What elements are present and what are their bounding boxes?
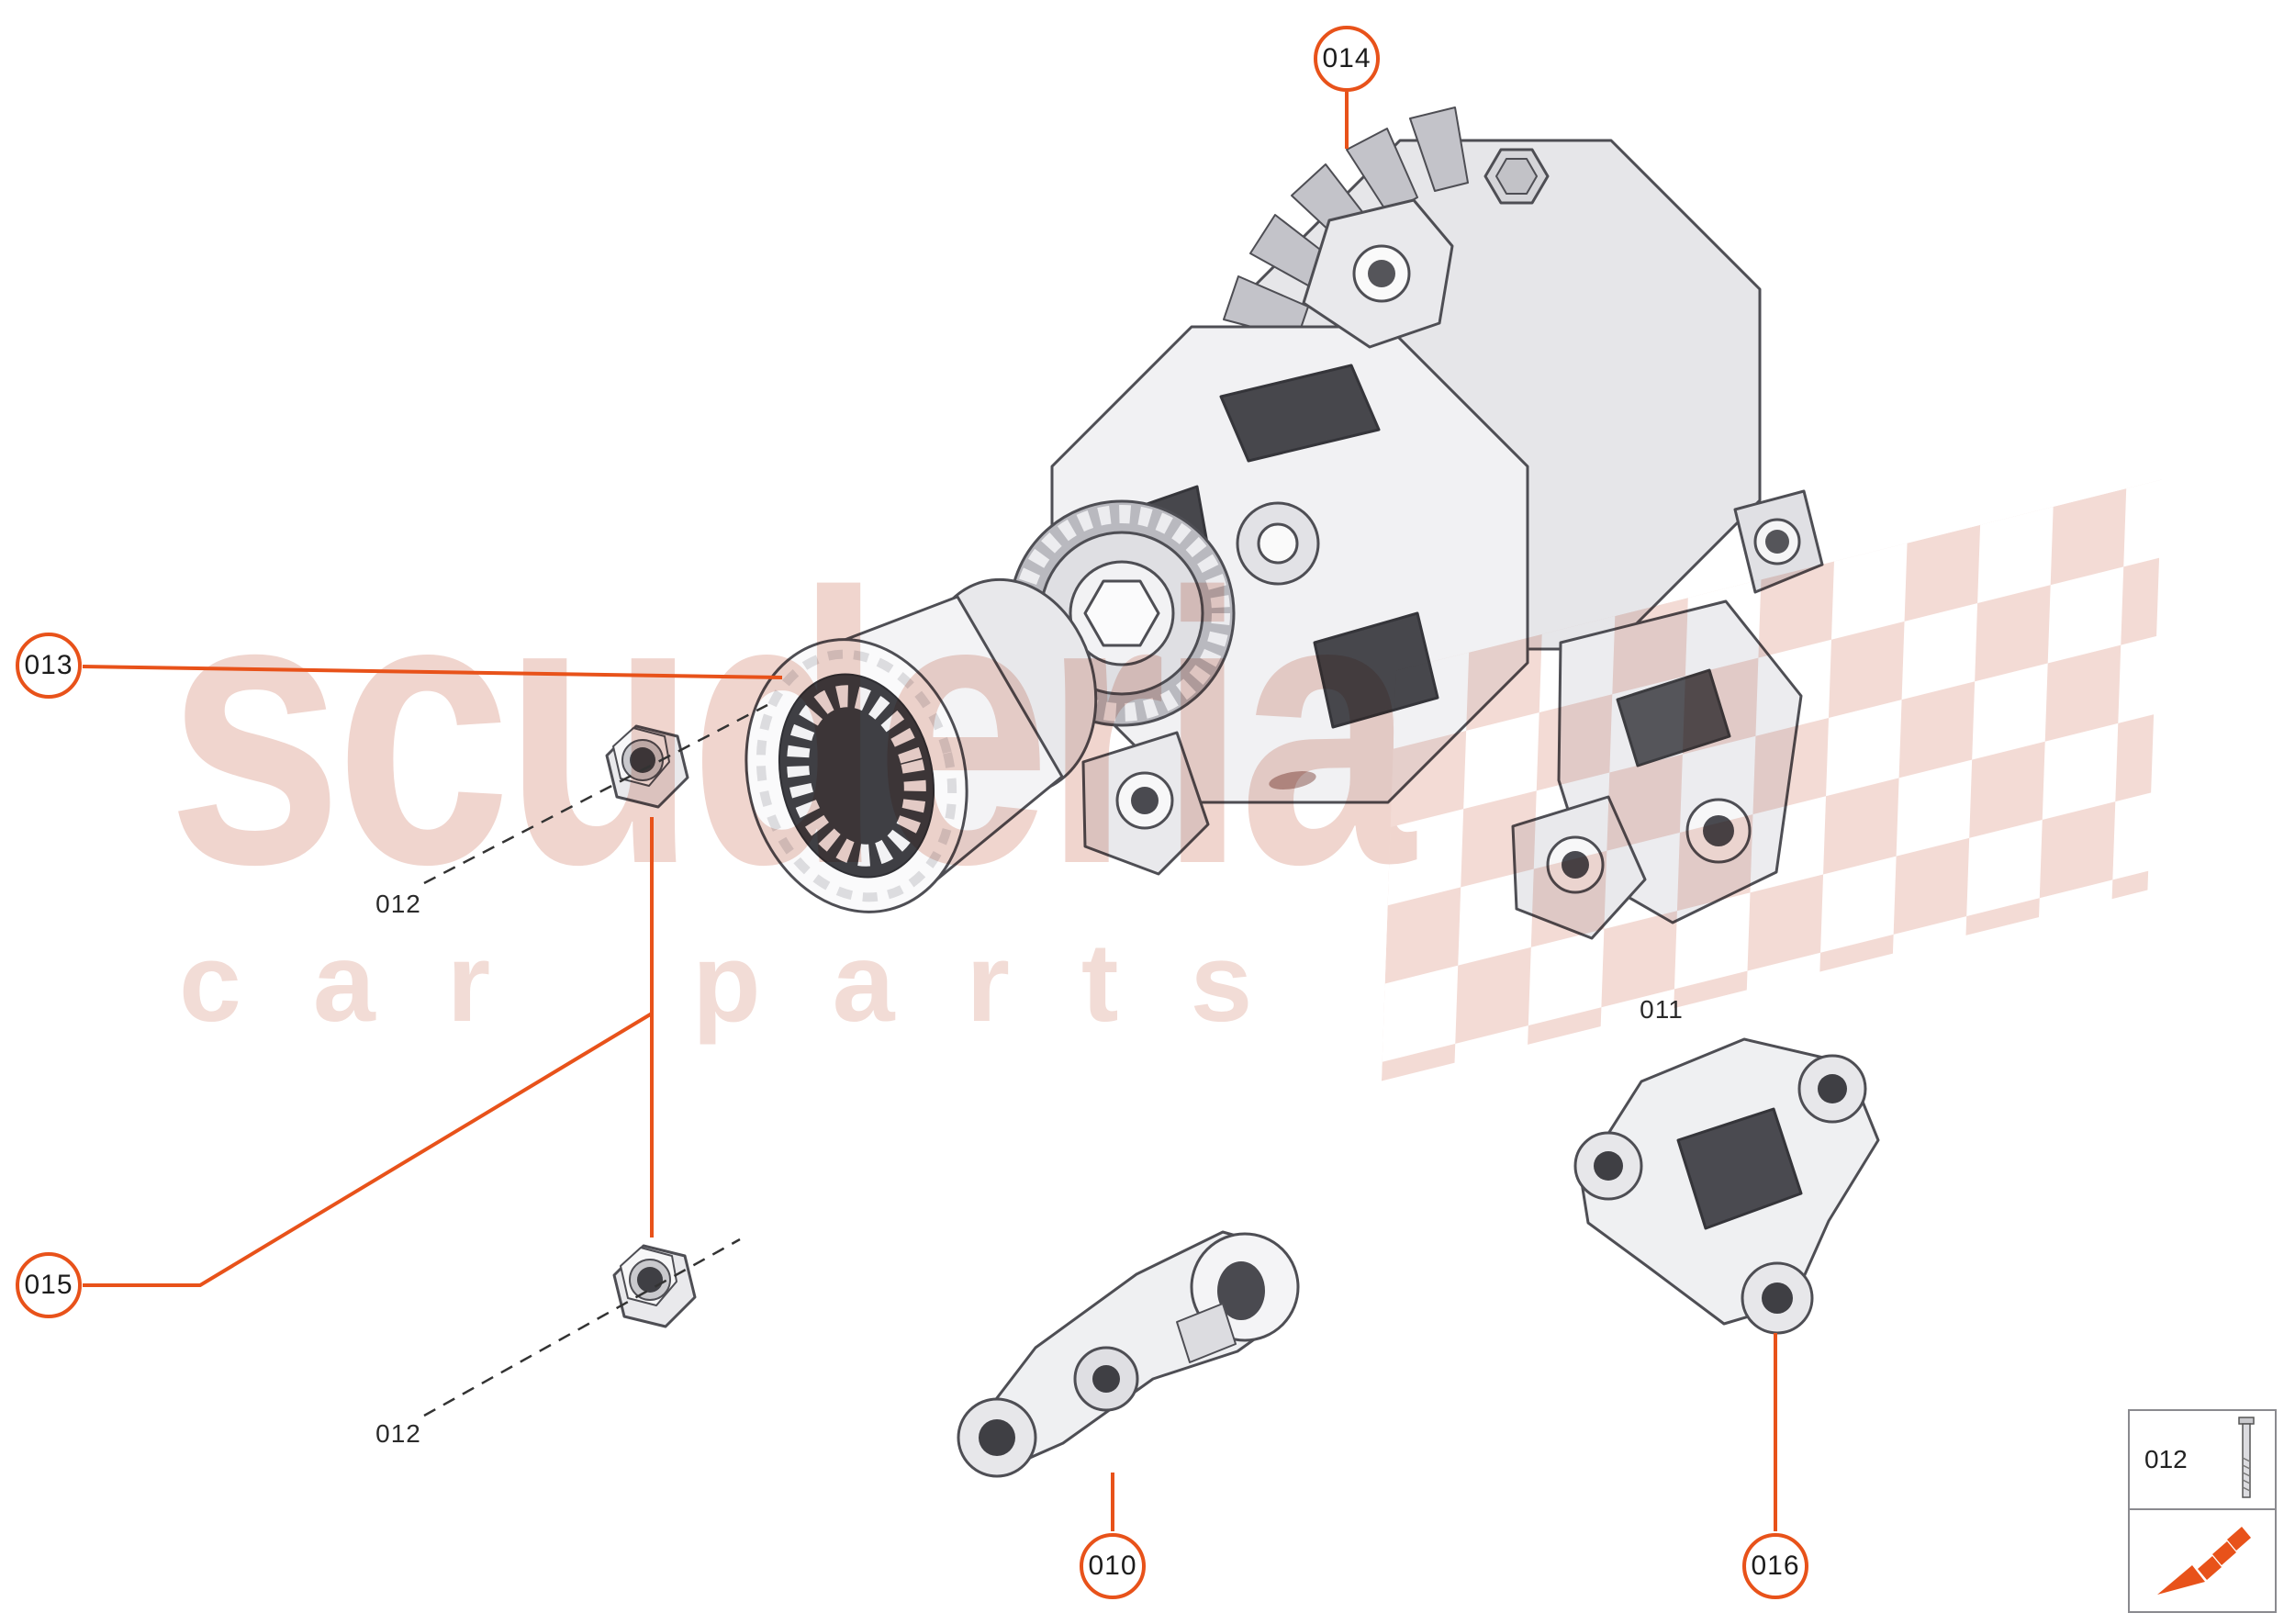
- insertion-direction-arrow-icon: [2157, 1527, 2251, 1595]
- part-label-012-lower: 012: [375, 1419, 421, 1448]
- alternator-illustration: [1008, 106, 1824, 940]
- legend-box: 012: [2128, 1409, 2277, 1613]
- coupling-illustration: [744, 577, 1098, 913]
- callout-badge-016[interactable]: 016: [1742, 1533, 1808, 1599]
- callout-badge-010[interactable]: 010: [1080, 1533, 1146, 1599]
- callout-badge-015[interactable]: 015: [16, 1252, 82, 1318]
- legend-direction-row: [2130, 1510, 2275, 1611]
- part-label-011: 011: [1640, 995, 1684, 1024]
- part-label-012-upper: 012: [375, 890, 421, 918]
- legend-part-number: 012: [2144, 1445, 2188, 1473]
- hex-nut-upper: [605, 724, 689, 809]
- hex-nut-lower: [612, 1244, 697, 1328]
- callout-badge-013[interactable]: 013: [16, 633, 82, 699]
- bracket-011-illustration: [1573, 1037, 1880, 1335]
- callout-badge-014[interactable]: 014: [1314, 26, 1380, 92]
- bracket-010-illustration: [957, 1230, 1300, 1478]
- legend-part-row: 012: [2130, 1411, 2275, 1510]
- bolt-icon: [2238, 1417, 2255, 1498]
